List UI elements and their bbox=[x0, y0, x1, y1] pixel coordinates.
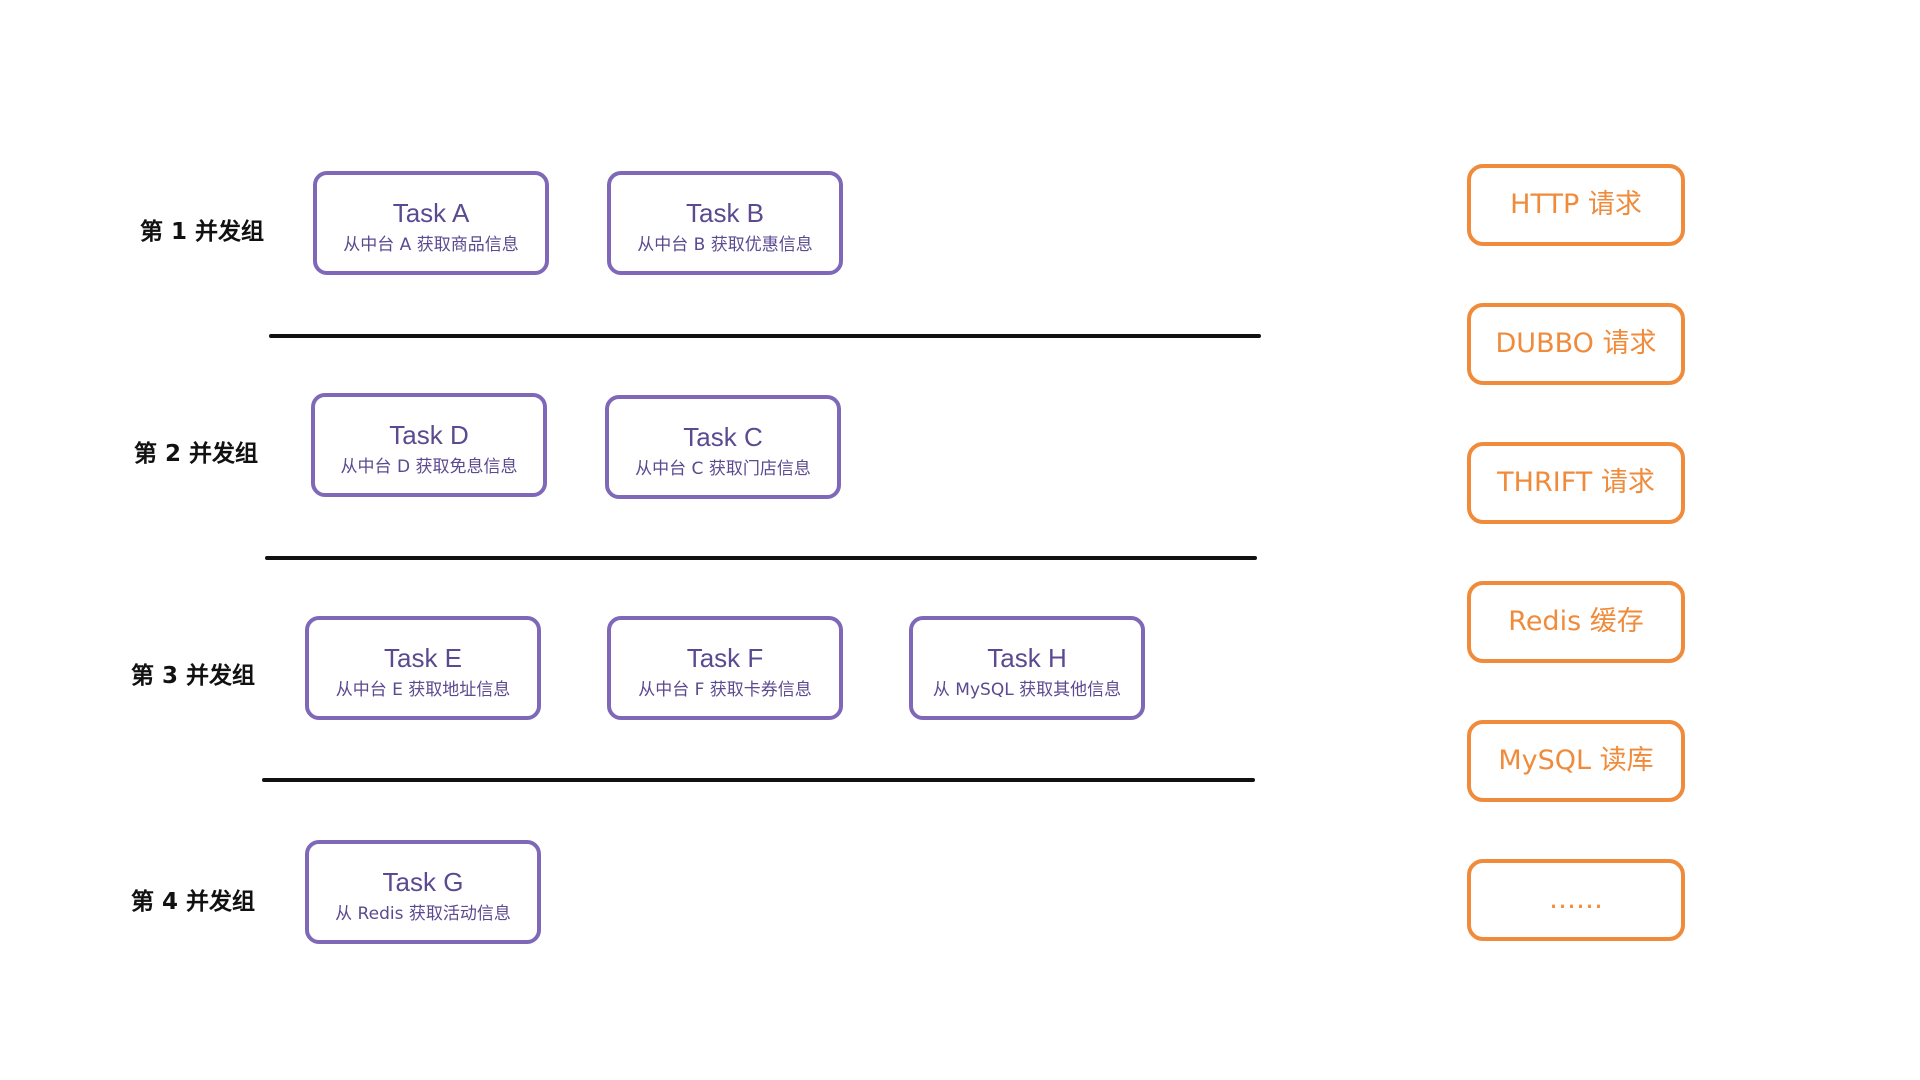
task-c-box: Task C 从中台 C 获取门店信息 bbox=[605, 395, 841, 499]
task-title: Task H bbox=[987, 643, 1067, 673]
task-description: 从中台 C 获取门店信息 bbox=[635, 459, 811, 479]
group-label-1: 第 1 并发组 bbox=[140, 219, 265, 245]
task-a-box: Task A 从中台 A 获取商品信息 bbox=[313, 171, 549, 275]
protocol-redis-box: Redis 缓存 bbox=[1467, 581, 1685, 663]
task-g-box: Task G 从 Redis 获取活动信息 bbox=[305, 840, 541, 944]
task-description: 从中台 A 获取商品信息 bbox=[343, 235, 519, 255]
task-title: Task F bbox=[686, 643, 764, 673]
task-description: 从中台 D 获取免息信息 bbox=[340, 457, 518, 477]
task-description: 从中台 F 获取卡券信息 bbox=[638, 680, 812, 700]
group-label-3: 第 3 并发组 bbox=[131, 663, 256, 689]
task-title: Task D bbox=[389, 420, 469, 450]
task-title: Task C bbox=[683, 422, 763, 452]
task-e-box: Task E 从中台 E 获取地址信息 bbox=[305, 616, 541, 720]
task-description: 从中台 B 获取优惠信息 bbox=[637, 235, 813, 255]
group-divider-3 bbox=[262, 778, 1255, 782]
task-f-box: Task F 从中台 F 获取卡券信息 bbox=[607, 616, 843, 720]
task-description: 从 Redis 获取活动信息 bbox=[335, 904, 511, 924]
task-description: 从中台 E 获取地址信息 bbox=[335, 680, 511, 700]
task-b-box: Task B 从中台 B 获取优惠信息 bbox=[607, 171, 843, 275]
group-divider-2 bbox=[265, 556, 1257, 560]
group-label-4: 第 4 并发组 bbox=[131, 889, 256, 915]
group-divider-1 bbox=[269, 334, 1261, 338]
protocol-mysql-box: MySQL 读库 bbox=[1467, 720, 1685, 802]
task-h-box: Task H 从 MySQL 获取其他信息 bbox=[909, 616, 1145, 720]
group-label-2: 第 2 并发组 bbox=[134, 441, 259, 467]
task-title: Task B bbox=[685, 198, 765, 228]
task-title: Task E bbox=[383, 643, 463, 673]
task-d-box: Task D 从中台 D 获取免息信息 bbox=[311, 393, 547, 497]
task-title: Task A bbox=[392, 198, 470, 228]
protocol-dubbo-box: DUBBO 请求 bbox=[1467, 303, 1685, 385]
protocol-http-box: HTTP 请求 bbox=[1467, 164, 1685, 246]
task-description: 从 MySQL 获取其他信息 bbox=[932, 680, 1122, 700]
protocol-thrift-box: THRIFT 请求 bbox=[1467, 442, 1685, 524]
task-title: Task G bbox=[382, 867, 464, 897]
protocol-more-box: …… bbox=[1467, 859, 1685, 941]
